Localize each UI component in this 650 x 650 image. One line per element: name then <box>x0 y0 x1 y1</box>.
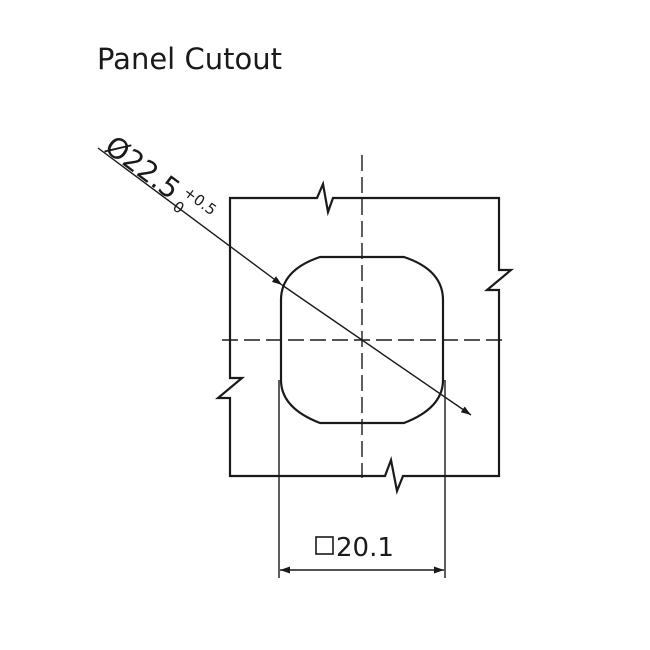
drawing-title: Panel Cutout <box>97 42 282 76</box>
square-dimension-label: 20.1 <box>315 533 394 563</box>
diameter-leader-line <box>97 147 283 286</box>
square-symbol-icon <box>315 536 334 555</box>
panel-outline <box>214 180 515 495</box>
svg-text:Ø22.5: Ø22.5 <box>99 129 186 206</box>
diameter-dimension-line <box>281 284 472 416</box>
cutout-shape <box>279 255 445 425</box>
square-dimension-value: 20.1 <box>336 533 394 563</box>
diameter-lower-tolerance: 0 <box>169 197 187 217</box>
diameter-label: Ø22.5 +0.5 0 <box>99 129 220 219</box>
